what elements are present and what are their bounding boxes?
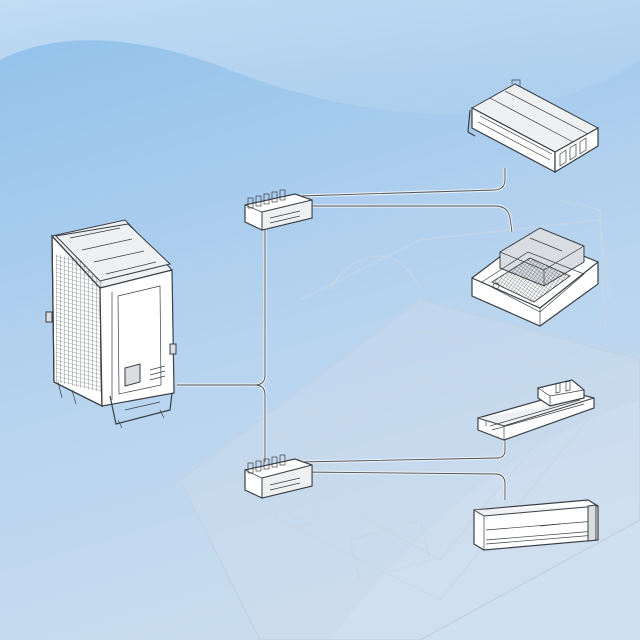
one-way-cassette-icon [477, 379, 595, 441]
branch-box-icon [244, 454, 313, 499]
outdoor-unit-icon [45, 219, 177, 429]
four-way-cassette-icon [471, 227, 599, 327]
refrigerant-piping [177, 168, 514, 500]
ducted-unit-icon [467, 79, 600, 174]
background-swoosh [0, 0, 640, 114]
wall-mounted-unit-icon [473, 499, 599, 551]
branch-box-icon [244, 189, 313, 231]
